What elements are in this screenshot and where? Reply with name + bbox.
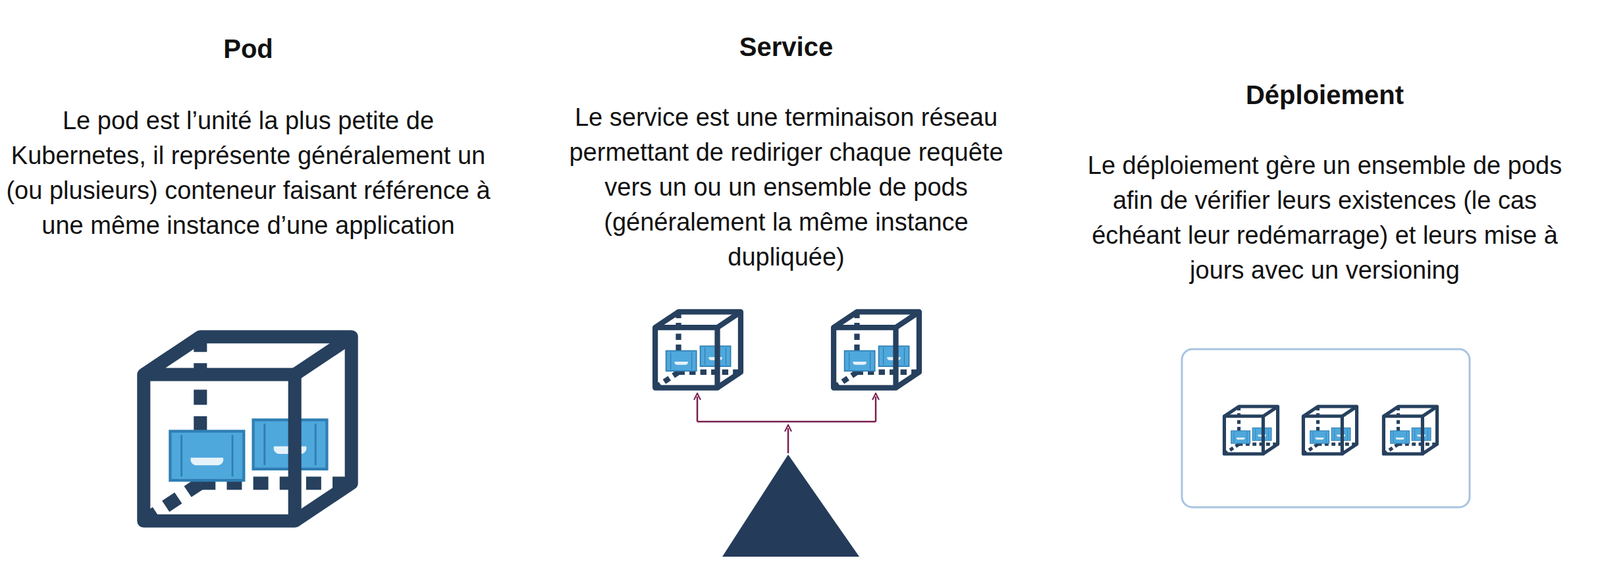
column-title: Service <box>549 30 1024 63</box>
pod-cube <box>1383 406 1437 454</box>
description-text: Le service est une terminaison réseau pe… <box>549 100 1024 275</box>
description-text: Le déploiement gère un ensemble de pods … <box>1081 148 1569 288</box>
pod-cube <box>143 336 351 521</box>
column-title: Pod <box>4 32 492 65</box>
load-balancer-triangle <box>722 454 860 557</box>
pod-cube <box>655 311 741 388</box>
column-title: Déploiement <box>1081 79 1569 111</box>
pod-cube <box>1303 406 1357 454</box>
deployment-frame <box>1181 348 1470 507</box>
pod-cube <box>833 311 920 388</box>
routing-arrows <box>697 396 876 454</box>
pod-cube <box>1224 406 1278 454</box>
description-text: Le pod est l’unité la plus petite de Kub… <box>4 103 492 243</box>
